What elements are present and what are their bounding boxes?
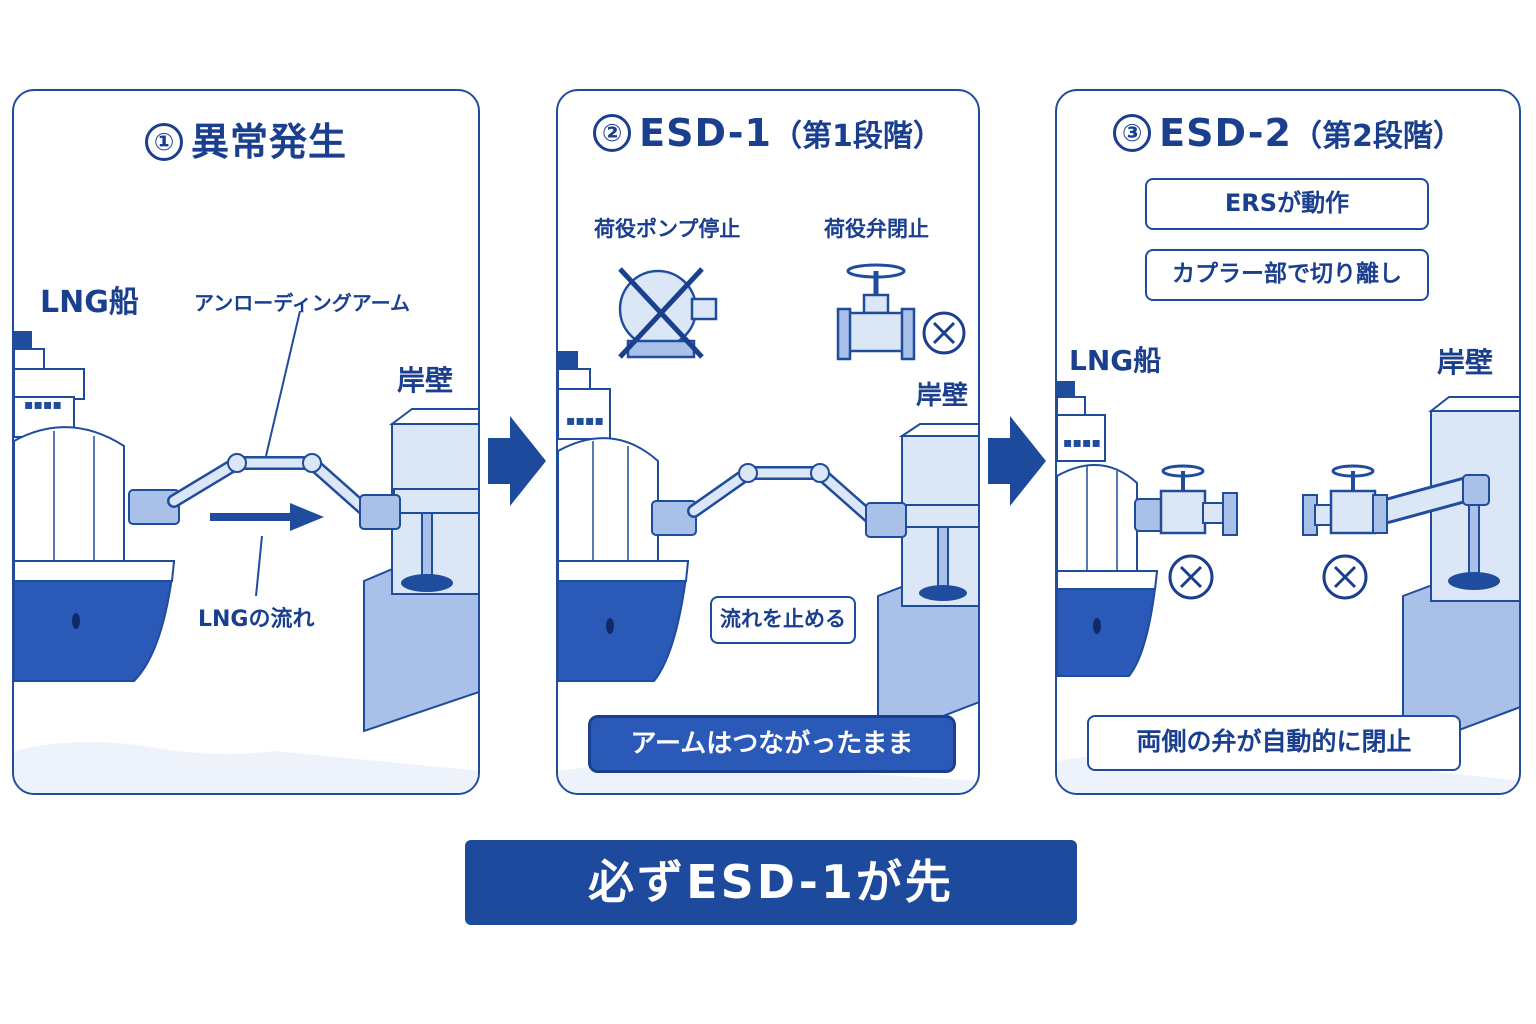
- quay-valve-closed-x-icon: [1322, 554, 1368, 600]
- pump-stop-label: 荷役ポンプ停止: [594, 217, 741, 241]
- unloading-arm: [651, 463, 907, 538]
- quay-structure: [1402, 396, 1519, 753]
- arrow-right-icon: [988, 416, 1046, 506]
- quay-side-valve-icon: [1302, 464, 1490, 536]
- ship-label: LNG船: [1069, 344, 1162, 377]
- valve-close-label: 荷役弁閉止: [824, 217, 929, 241]
- gate-valve-icon: [836, 263, 916, 361]
- svg-text:▪▪▪▪: ▪▪▪▪: [1063, 435, 1101, 451]
- panel1-number: ①: [144, 123, 183, 161]
- lng-ship: ▪▪▪▪: [558, 351, 690, 682]
- pump-icon: [618, 267, 718, 359]
- flow-label: LNGの流れ: [198, 607, 315, 632]
- panel-esd2: ▪▪▪▪: [1055, 89, 1521, 795]
- svg-text:▪▪▪▪: ▪▪▪▪: [24, 397, 62, 413]
- panel2-number: ②: [593, 114, 632, 152]
- lng-flow-arrow-icon: [210, 503, 324, 597]
- quay-label: 岸壁: [1437, 346, 1494, 379]
- quay-label: 岸壁: [916, 381, 969, 411]
- unloading-arm: [128, 310, 401, 530]
- arm-status-box: アームはつながったまま: [588, 715, 956, 773]
- lng-ship: ▪▪▪▪: [1057, 381, 1159, 677]
- quay-structure: [877, 423, 978, 743]
- quay-label: 岸壁: [397, 364, 454, 397]
- panel1-scene: ▪▪▪▪: [14, 310, 478, 793]
- ship-side-valve-icon: [1134, 464, 1238, 536]
- ship-label: LNG船: [40, 285, 139, 320]
- arrow-right-icon: [488, 416, 546, 506]
- panel3-number: ③: [1113, 114, 1152, 152]
- stop-flow-box: 流れを止める: [710, 596, 856, 644]
- valves-closed-box: 両側の弁が自動的に閉止: [1087, 715, 1461, 771]
- valve-closed-x-icon: [922, 311, 966, 355]
- lng-ship: ▪▪▪▪: [14, 331, 176, 682]
- panel2-scene: ▪▪▪▪: [558, 263, 978, 793]
- coupler-box: カプラー部で切り離し: [1145, 249, 1429, 301]
- ship-valve-closed-x-icon: [1168, 554, 1214, 600]
- quay-structure: [363, 408, 478, 733]
- arm-label: アンローディングアーム: [194, 291, 410, 315]
- svg-text:▪▪▪▪: ▪▪▪▪: [566, 413, 604, 429]
- ers-box: ERSが動作: [1145, 178, 1429, 230]
- esd1-first-banner: 必ずESD-1が先: [465, 840, 1077, 925]
